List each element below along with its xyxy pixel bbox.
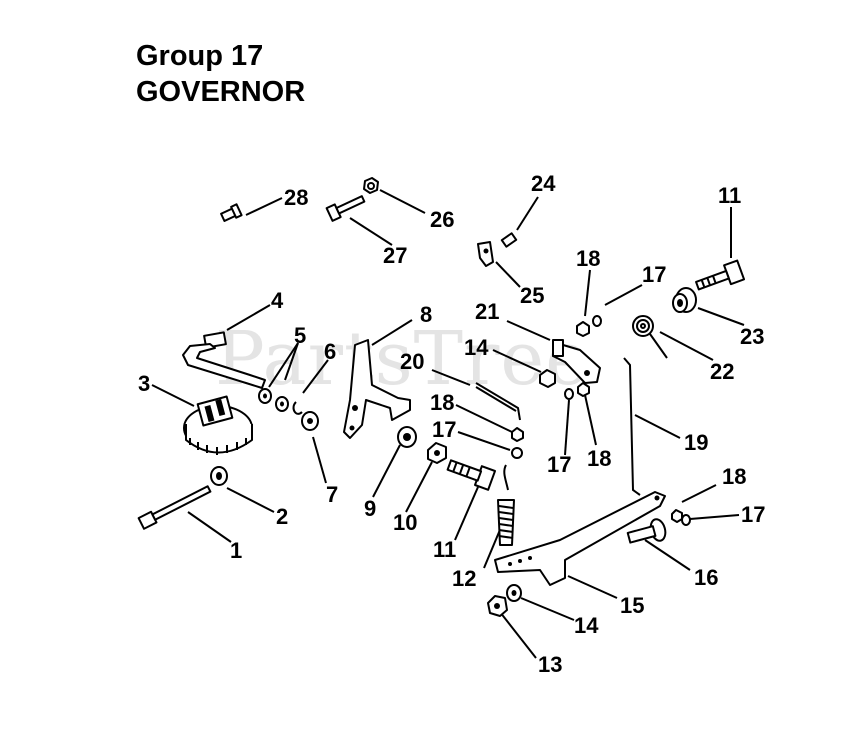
part-15-governor-lever xyxy=(494,491,666,586)
callout-23: 23 xyxy=(740,324,764,349)
part-11-bolt-upper xyxy=(695,259,746,291)
part-10-flange-nut xyxy=(427,442,447,464)
callout-11-lower: 11 xyxy=(433,537,456,562)
part-17-washer-mid xyxy=(564,388,574,400)
part-17-washer-right xyxy=(681,514,691,526)
part-25-clip xyxy=(477,241,494,267)
callout-24: 24 xyxy=(531,171,556,196)
callout-17-top: 17 xyxy=(642,262,666,287)
callout-14-mid: 14 xyxy=(464,335,489,360)
part-8-bracket xyxy=(343,339,411,439)
part-16-bolt xyxy=(626,518,667,544)
callout-10: 10 xyxy=(393,510,417,535)
part-24-screw xyxy=(500,232,518,248)
callout-11-top: 11 xyxy=(718,183,741,208)
part-18-nut-right xyxy=(671,509,683,523)
part-19-rod xyxy=(623,357,641,496)
callout-20: 20 xyxy=(400,349,424,374)
callout-27: 27 xyxy=(383,243,407,268)
part-6-clip xyxy=(292,401,303,415)
part-7-washer xyxy=(301,411,319,431)
part-4-governor-shaft xyxy=(182,331,266,389)
callout-17-right: 17 xyxy=(741,502,765,527)
callout-5: 5 xyxy=(294,323,306,348)
part-23-bushing xyxy=(672,287,697,313)
callout-3: 3 xyxy=(138,371,150,396)
part-5-washer-b xyxy=(275,396,289,412)
part-2-washer xyxy=(210,466,228,486)
callout-18-mid: 18 xyxy=(587,446,611,471)
callout-17-mid: 17 xyxy=(547,452,571,477)
part-5-washer-a xyxy=(258,388,272,404)
part-21-bracket xyxy=(552,339,601,384)
callout-4: 4 xyxy=(271,288,284,313)
callout-6: 6 xyxy=(324,339,336,364)
part-18-nut-left xyxy=(511,427,524,442)
callout-28: 28 xyxy=(284,185,308,210)
part-14-nut-middle xyxy=(539,369,556,388)
callout-18-left: 18 xyxy=(430,390,454,415)
callout-26: 26 xyxy=(430,207,454,232)
callout-15: 15 xyxy=(620,593,644,618)
group-name-title: GOVERNOR xyxy=(136,76,306,108)
part-27-bolt xyxy=(325,195,366,222)
part-1-pin xyxy=(137,485,212,530)
part-9-washer xyxy=(397,426,417,448)
callout-19: 19 xyxy=(684,430,708,455)
callout-2: 2 xyxy=(276,504,288,529)
callout-8: 8 xyxy=(420,302,432,327)
part-13-hex-nut xyxy=(487,595,508,617)
callout-9: 9 xyxy=(364,496,376,521)
callout-14-lower: 14 xyxy=(574,613,599,638)
part-22-spring xyxy=(632,315,668,359)
callout-21: 21 xyxy=(475,299,499,324)
part-18-nut-top xyxy=(576,321,590,337)
part-18-nut-mid xyxy=(577,382,590,397)
part-17-washer-left xyxy=(511,447,523,459)
callout-17-left: 17 xyxy=(432,417,456,442)
part-14-nut-lower xyxy=(506,584,522,602)
part-12-spring xyxy=(497,464,515,546)
part-3-governor-gear xyxy=(183,395,253,455)
part-11-bolt-lower xyxy=(446,459,496,491)
callout-7: 7 xyxy=(326,482,338,507)
part-17-washer-top xyxy=(592,315,602,327)
callout-labels: 28 26 27 24 25 11 17 18 23 22 4 5 6 3 7 … xyxy=(138,171,765,677)
callout-16: 16 xyxy=(694,565,718,590)
callout-13: 13 xyxy=(538,652,562,677)
part-26-nut xyxy=(363,177,379,194)
callout-1: 1 xyxy=(230,538,242,563)
group-number-title: Group 17 xyxy=(136,40,264,72)
part-28-bolt xyxy=(220,203,243,223)
part-20-link-rod xyxy=(475,382,521,421)
callout-22: 22 xyxy=(710,359,734,384)
callout-18-top: 18 xyxy=(576,246,600,271)
callout-12: 12 xyxy=(452,566,476,591)
callout-25: 25 xyxy=(520,283,544,308)
callout-18-right: 18 xyxy=(722,464,746,489)
